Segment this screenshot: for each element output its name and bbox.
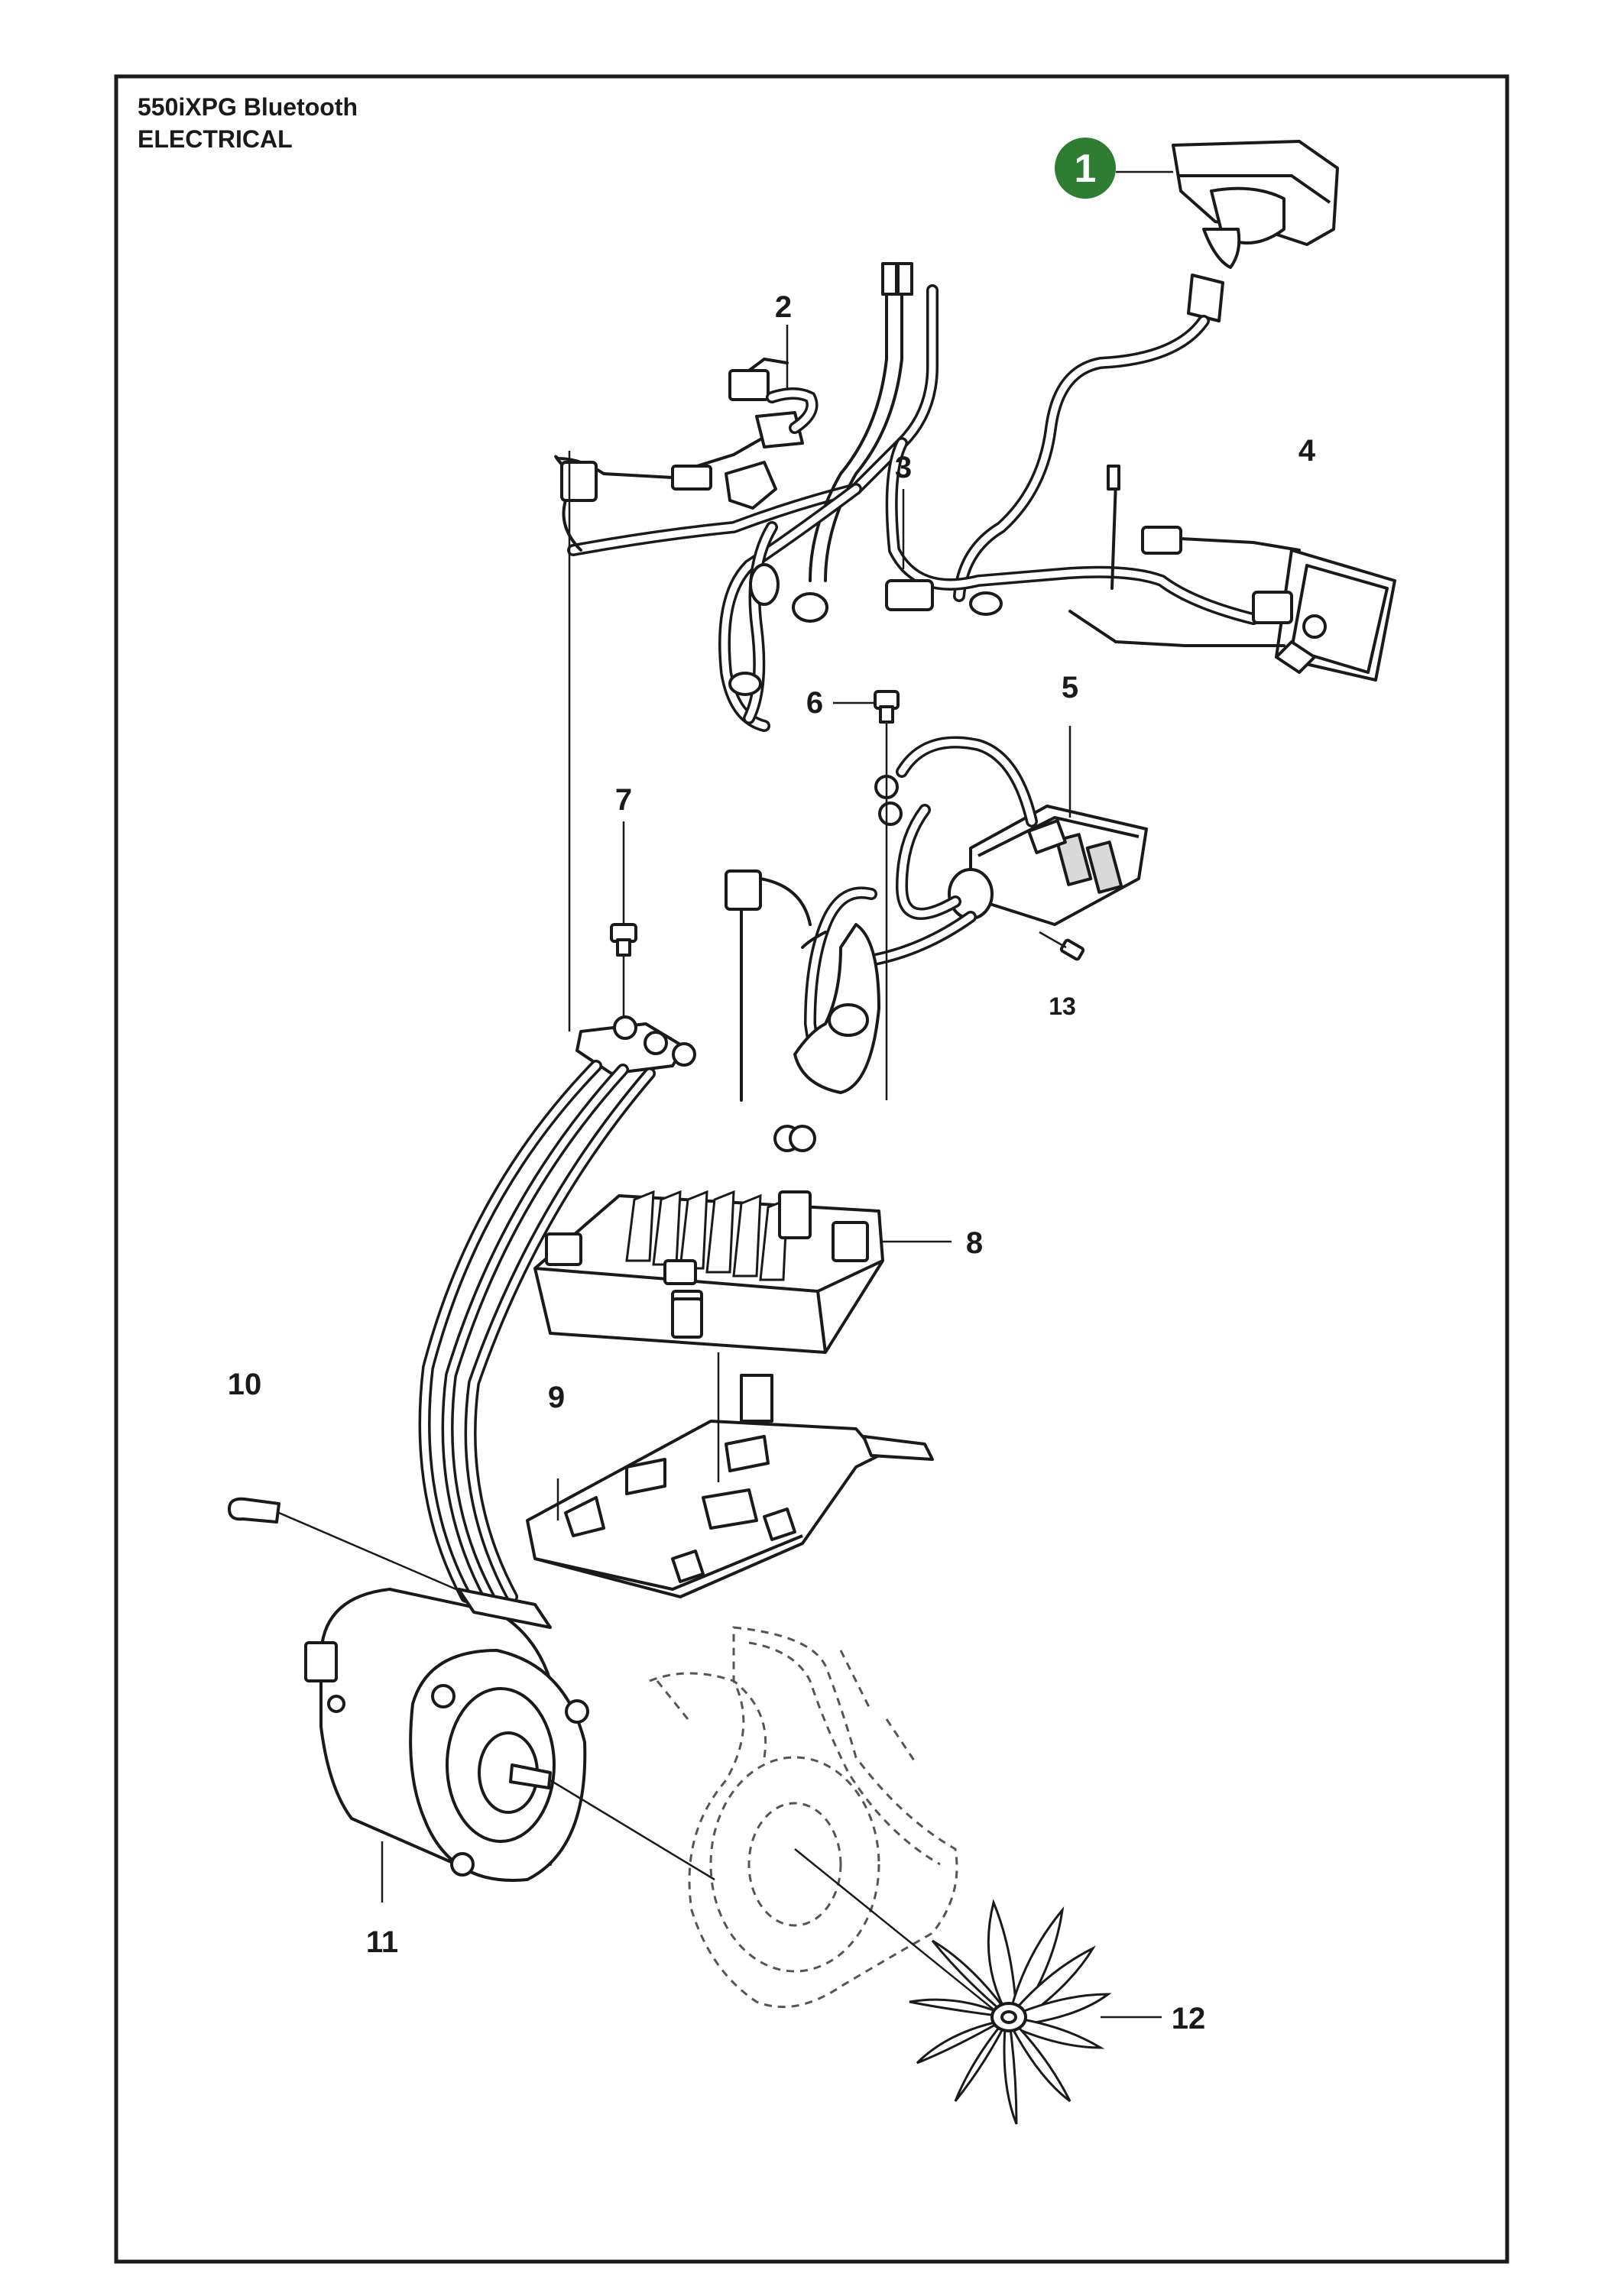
part-13-screw[interactable] [1039,931,1085,961]
part-9-controller-housing[interactable] [526,1352,934,1598]
motor-leads [418,451,696,1603]
part-11-motor[interactable] [304,1588,715,1903]
part-4-label[interactable]: 4 [1298,434,1316,468]
part-4-contact-plate[interactable] [1141,526,1396,682]
part-3-label[interactable]: 3 [895,451,912,484]
model-title: 550iXPG Bluetooth [138,93,358,121]
part-6-label[interactable]: 6 [806,686,823,720]
part-number-labels: 1 2 3 4 5 6 7 8 9 10 11 12 13 [228,138,1316,2035]
part-1-label: 1 [1075,147,1097,191]
part-10-screw[interactable] [228,1497,475,1598]
sensor-harness [725,870,880,1102]
part-8-label[interactable]: 8 [966,1226,983,1260]
part-10-label[interactable]: 10 [228,1368,262,1401]
fan-housing-outline [649,1626,958,2009]
part-6-screw[interactable] [874,690,900,1100]
part-12-label[interactable]: 12 [1172,2002,1206,2035]
section-title: ELECTRICAL [138,125,293,153]
part-12-fan-impeller[interactable] [794,1848,1162,2125]
part-7-screw[interactable] [610,923,637,1016]
part-3-wiring-harness[interactable] [567,262,1260,732]
label-leaders [556,170,1173,1520]
part-7-label[interactable]: 7 [615,783,632,817]
part-13-label[interactable]: 13 [1049,993,1076,1020]
part-1-badge[interactable]: 1 [1055,138,1116,199]
impeller-blades [909,1899,1112,2125]
sheet-frame [114,74,1509,2264]
part-2-label[interactable]: 2 [775,290,792,324]
part-5-label[interactable]: 5 [1062,671,1078,704]
part-9-label[interactable]: 9 [548,1381,565,1414]
harness-upper [953,315,1210,602]
part-8-controller-board[interactable] [533,1125,952,1354]
part-1-control-unit[interactable] [1172,140,1339,322]
part-11-label[interactable]: 11 [366,1925,398,1959]
highlight-badge [1055,138,1116,199]
part-5-switch-assembly[interactable] [850,736,1148,969]
